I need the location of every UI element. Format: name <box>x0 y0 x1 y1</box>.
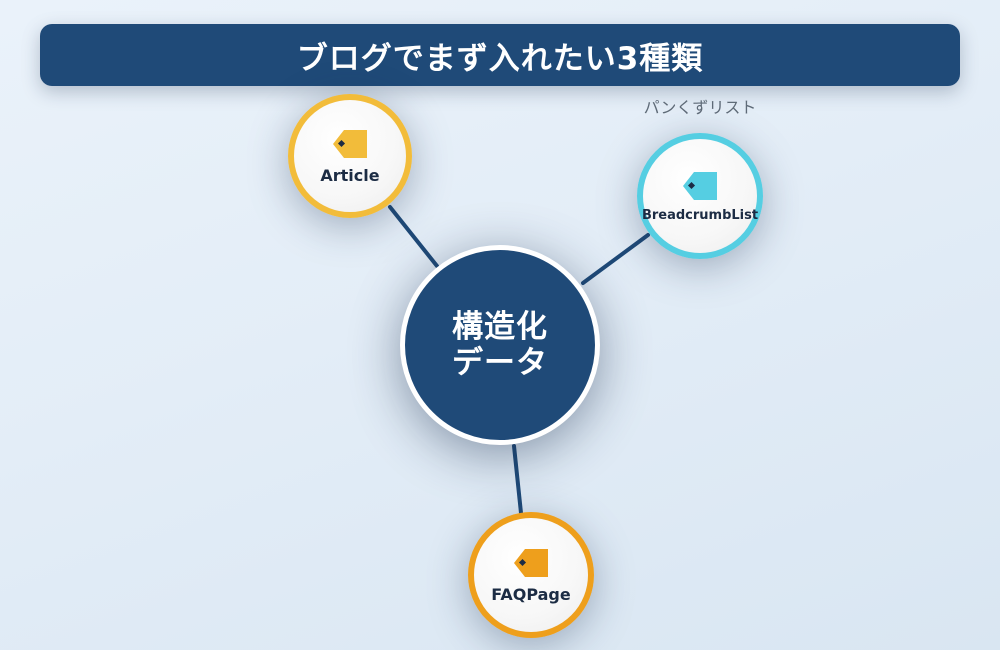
node-label-article: Article <box>320 165 380 185</box>
center-node-structured-data: 構造化 データ <box>400 245 600 445</box>
connector-faq <box>512 444 523 515</box>
node-label-faqpage: FAQPage <box>491 584 571 604</box>
node-label-breadcrumblist: BreadcrumbList <box>641 207 759 223</box>
connector-breadcrumb <box>581 233 650 285</box>
breadcrumb-annotation: パンくずリスト <box>643 98 757 117</box>
center-label-line2: データ <box>452 345 548 381</box>
node-article: Article <box>288 94 412 218</box>
node-breadcrumblist: BreadcrumbList <box>637 133 763 259</box>
tag-icon <box>514 548 548 577</box>
connector-article <box>388 205 439 268</box>
title-banner: ブログでまず入れたい3種類 <box>40 24 960 86</box>
node-faqpage: FAQPage <box>468 512 594 638</box>
tag-icon <box>333 129 367 158</box>
page-title: ブログでまず入れたい3種類 <box>296 40 704 77</box>
tag-icon <box>683 171 717 200</box>
center-label-line1: 構造化 <box>452 309 548 345</box>
